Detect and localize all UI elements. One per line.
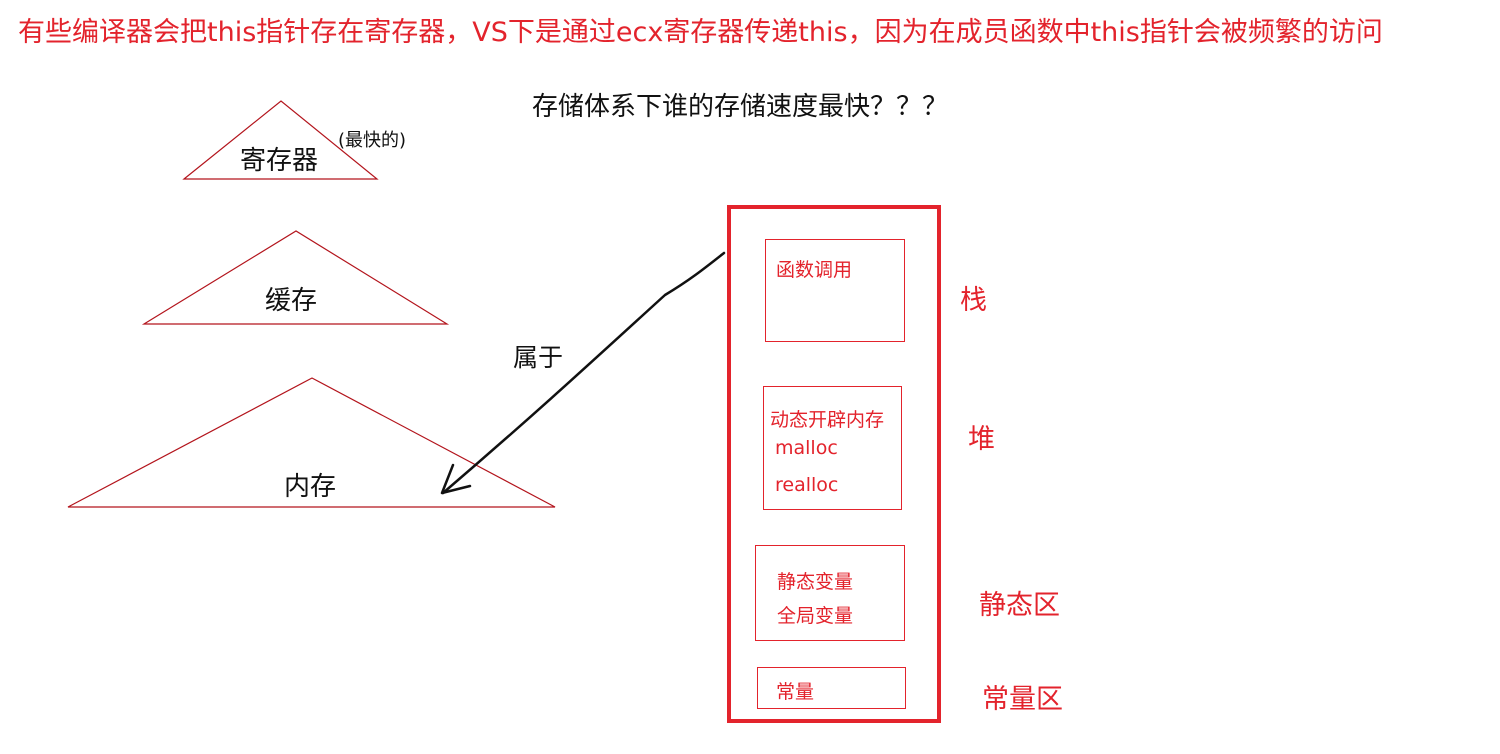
register-label: 寄存器 [240, 146, 319, 176]
memory-label: 内存 [284, 472, 337, 502]
stack-content: 函数调用 [776, 259, 853, 281]
stack-box: 函数调用 [765, 239, 905, 342]
heap-content-malloc: malloc [775, 437, 838, 459]
question-title: 存储体系下谁的存储速度最快？？？ [532, 92, 949, 122]
static-box: 静态变量 全局变量 [755, 545, 905, 641]
constant-label: 常量区 [982, 684, 1063, 715]
top-note: 有些编译器会把this指针存在寄存器，VS下是通过ecx寄存器传递this，因为… [18, 17, 1383, 48]
heap-box: 动态开辟内存 malloc realloc [763, 386, 902, 510]
cache-triangle [141, 230, 450, 325]
stack-label: 栈 [960, 285, 987, 316]
fastest-note: (最快的) [338, 130, 407, 151]
belongs-arrow [441, 251, 726, 495]
static-label: 静态区 [979, 590, 1060, 621]
static-content-static-var: 静态变量 [777, 571, 854, 593]
memory-layout-box [727, 205, 941, 723]
memory-triangle [67, 377, 556, 508]
cache-label: 缓存 [265, 286, 318, 316]
static-content-global-var: 全局变量 [777, 605, 854, 627]
belongs-arrow-head [440, 463, 472, 495]
register-triangle [182, 100, 379, 180]
constant-content: 常量 [776, 681, 815, 703]
heap-content-title: 动态开辟内存 [770, 409, 885, 431]
heap-content-realloc: realloc [775, 474, 839, 496]
constant-box: 常量 [757, 667, 906, 709]
arrow-label: 属于 [513, 343, 564, 372]
heap-label: 堆 [968, 424, 995, 455]
